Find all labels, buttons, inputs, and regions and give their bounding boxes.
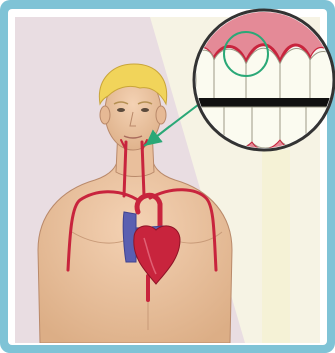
tooth	[246, 48, 280, 100]
magnifier-lens-icon	[194, 10, 334, 150]
upper-teeth	[196, 48, 334, 100]
ear	[156, 106, 166, 124]
cream-strip	[262, 150, 290, 343]
bite-line	[194, 98, 334, 107]
tooth	[280, 48, 310, 100]
ear	[100, 106, 110, 124]
tooth	[252, 107, 280, 148]
eye	[141, 108, 149, 112]
eye	[117, 108, 125, 112]
